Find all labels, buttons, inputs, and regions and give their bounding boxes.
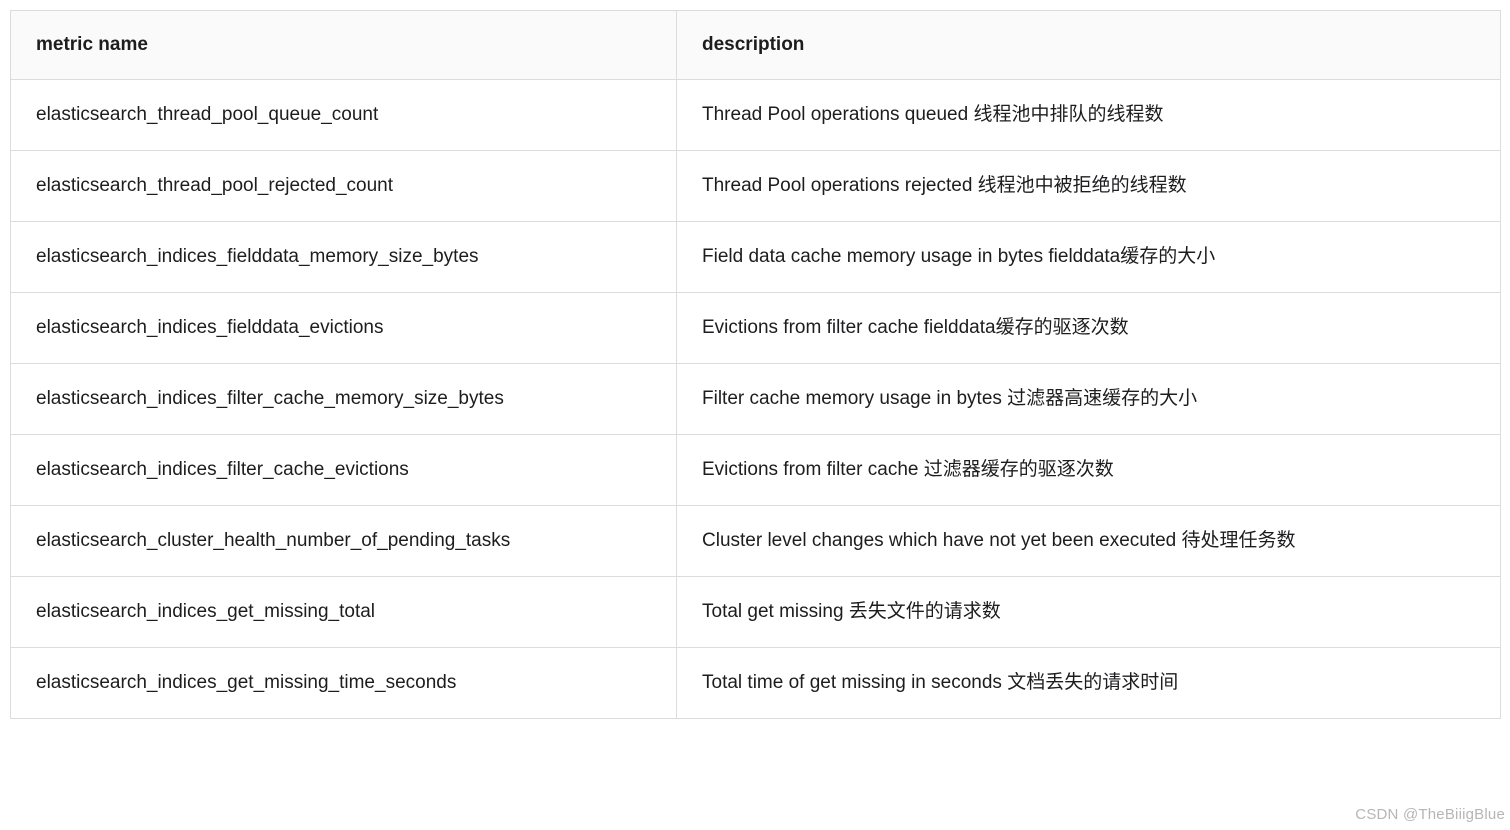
table-row: elasticsearch_indices_fielddata_eviction… (10, 292, 1501, 364)
description-cell: Cluster level changes which have not yet… (676, 505, 1501, 577)
table-row: elasticsearch_cluster_health_number_of_p… (10, 505, 1501, 577)
metric-cell: elasticsearch_indices_get_missing_total (10, 576, 677, 648)
description-cell: Evictions from filter cache fielddata缓存的… (676, 292, 1501, 364)
column-header-metric-name: metric name (10, 10, 677, 80)
description-cell: Thread Pool operations rejected 线程池中被拒绝的… (676, 150, 1501, 222)
table-row: elasticsearch_indices_fielddata_memory_s… (10, 221, 1501, 293)
table-row: elasticsearch_thread_pool_rejected_count… (10, 150, 1501, 222)
metric-cell: elasticsearch_indices_fielddata_memory_s… (10, 221, 677, 293)
metric-cell: elasticsearch_indices_get_missing_time_s… (10, 647, 677, 719)
metric-cell: elasticsearch_thread_pool_queue_count (10, 79, 677, 151)
description-cell: Filter cache memory usage in bytes 过滤器高速… (676, 363, 1501, 435)
table-header-row: metric name description (10, 10, 1501, 80)
table-row: elasticsearch_indices_get_missing_time_s… (10, 647, 1501, 719)
metrics-table: metric name description elasticsearch_th… (10, 10, 1501, 719)
description-cell: Evictions from filter cache 过滤器缓存的驱逐次数 (676, 434, 1501, 506)
metric-cell: elasticsearch_indices_filter_cache_memor… (10, 363, 677, 435)
table-row: elasticsearch_indices_filter_cache_memor… (10, 363, 1501, 435)
description-cell: Total time of get missing in seconds 文档丢… (676, 647, 1501, 719)
metric-cell: elasticsearch_thread_pool_rejected_count (10, 150, 677, 222)
column-header-description: description (676, 10, 1501, 80)
metric-cell: elasticsearch_indices_fielddata_eviction… (10, 292, 677, 364)
metric-cell: elasticsearch_indices_filter_cache_evict… (10, 434, 677, 506)
table-row: elasticsearch_indices_filter_cache_evict… (10, 434, 1501, 506)
description-cell: Field data cache memory usage in bytes f… (676, 221, 1501, 293)
description-cell: Total get missing 丢失文件的请求数 (676, 576, 1501, 648)
description-cell: Thread Pool operations queued 线程池中排队的线程数 (676, 79, 1501, 151)
metric-cell: elasticsearch_cluster_health_number_of_p… (10, 505, 677, 577)
csdn-watermark: CSDN @TheBiiigBlue (1355, 806, 1505, 823)
